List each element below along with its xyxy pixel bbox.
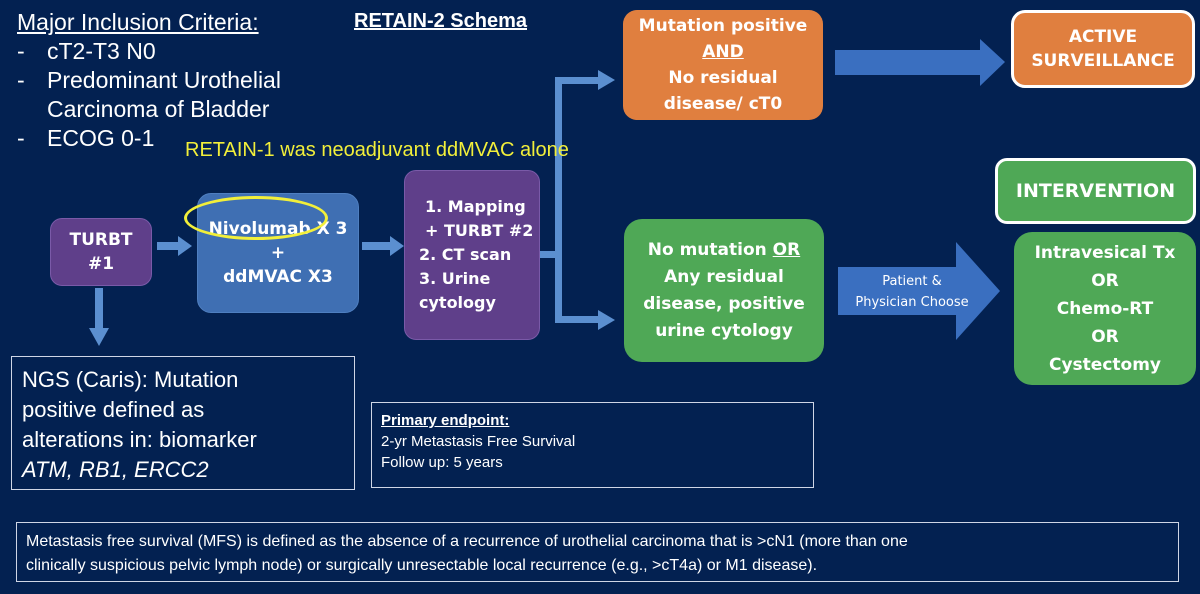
highlight-ellipse	[184, 196, 328, 240]
arrow-patient-physician-choose	[838, 242, 1000, 340]
mutation-positive-box: Mutation positive AND No residual diseas…	[623, 10, 823, 120]
no-mutation-box: No mutation OR Any residual disease, pos…	[624, 219, 824, 362]
restaging-box: 1. Mapping + TURBT #2 2. CT scan 3. Urin…	[404, 170, 540, 340]
inclusion-heading: Major Inclusion Criteria:	[17, 9, 259, 35]
schema-title: RETAIN-2 Schema	[354, 10, 528, 32]
primary-endpoint-box: Primary endpoint: 2-yr Metastasis Free S…	[371, 402, 814, 488]
ddmvac-label: ddMVAC X3	[223, 267, 333, 287]
choose-arrow-label: Patient & Physician Choose	[855, 274, 969, 310]
arrow-restaging-split	[538, 70, 615, 330]
arrow-turbt-to-ngs	[89, 288, 109, 346]
mfs-definition-footnote: Metastasis free survival (MFS) is define…	[16, 522, 1179, 582]
turbt1-box: TURBT #1	[50, 218, 152, 286]
retain1-annotation: RETAIN-1 was neoadjuvant ddMVAC alone	[185, 139, 569, 161]
arrow-to-active-surveillance	[835, 39, 1005, 86]
inclusion-item: - Predominant Urothelial	[17, 67, 281, 93]
inclusion-item: Carcinoma of Bladder	[47, 96, 270, 122]
active-surveillance-box: ACTIVE SURVEILLANCE	[1011, 10, 1195, 88]
inclusion-criteria: Major Inclusion Criteria: - cT2-T3 N0 - …	[17, 8, 281, 153]
inclusion-item: - cT2-T3 N0	[17, 38, 156, 64]
inclusion-item: - ECOG 0-1	[17, 125, 155, 151]
arrow-treatment-to-restaging	[362, 236, 404, 256]
ngs-definition-box: NGS (Caris): Mutation positive defined a…	[11, 356, 355, 490]
arrow-turbt-to-treatment	[157, 236, 192, 256]
intervention-label-box: INTERVENTION	[995, 158, 1196, 224]
intervention-options-box: Intravesical Tx OR Chemo-RT OR Cystectom…	[1014, 232, 1196, 385]
biomarker-genes: ATM, RB1, ERCC2	[22, 457, 209, 482]
